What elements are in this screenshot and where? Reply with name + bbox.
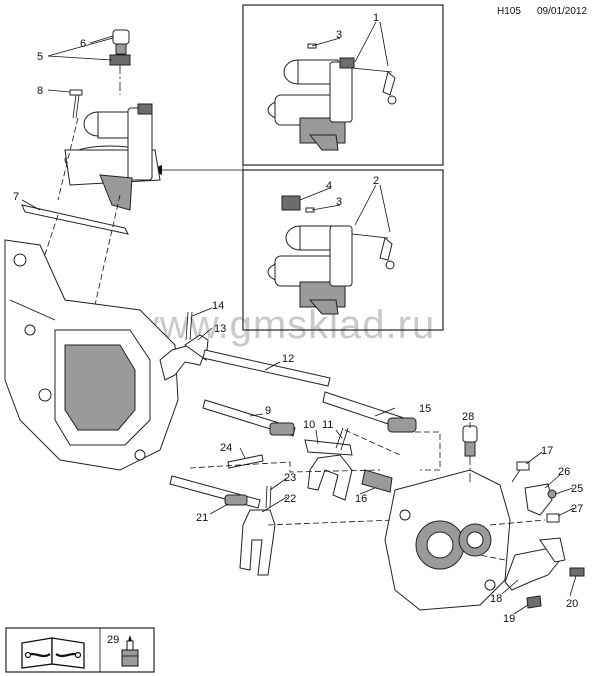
callout-18: 18 bbox=[490, 593, 502, 605]
callout-11: 11 bbox=[322, 419, 333, 431]
callout-27: 27 bbox=[571, 503, 583, 515]
inset-bottom-shift-housing bbox=[267, 195, 395, 315]
callout-4: 4 bbox=[326, 180, 332, 192]
callout-14: 14 bbox=[212, 300, 224, 312]
callout-10: 10 bbox=[303, 419, 315, 431]
watermark-text: www.gmsklad.ru bbox=[129, 303, 435, 347]
callout-25: 25 bbox=[571, 483, 583, 495]
callout-16: 16 bbox=[355, 493, 367, 505]
leader-lines bbox=[21, 21, 577, 615]
inset-top-shift-housing bbox=[267, 43, 397, 151]
selector-lever-parts bbox=[479, 461, 585, 609]
callout-1: 1 bbox=[373, 12, 379, 24]
callout-9: 9 bbox=[265, 405, 271, 417]
transmission-case-right bbox=[384, 425, 511, 611]
callout-3-bottom: 3 bbox=[336, 196, 342, 208]
callout-5: 5 bbox=[37, 51, 43, 63]
callout-6: 6 bbox=[80, 38, 86, 50]
callout-21: 21 bbox=[196, 512, 208, 524]
sealant-tube-icon bbox=[121, 635, 139, 667]
callout-8: 8 bbox=[37, 85, 43, 97]
shift-forks-and-rails bbox=[159, 311, 441, 576]
legend-box bbox=[5, 627, 155, 673]
callout-20: 20 bbox=[566, 598, 578, 610]
callout-26: 26 bbox=[558, 466, 570, 478]
callout-7: 7 bbox=[13, 191, 19, 203]
callout-17: 17 bbox=[541, 445, 553, 457]
diagram-code: H105 bbox=[497, 6, 521, 17]
callout-19: 19 bbox=[503, 613, 515, 625]
callout-24: 24 bbox=[220, 442, 232, 454]
callout-13: 13 bbox=[214, 323, 226, 335]
callout-15: 15 bbox=[419, 403, 431, 415]
callout-28: 28 bbox=[462, 411, 474, 423]
diagram-date: 09/01/2012 bbox=[537, 6, 588, 17]
callout-12: 12 bbox=[282, 353, 294, 365]
callout-numbers: 1 2 3 3 4 5 6 7 8 9 10 11 12 13 14 15 16… bbox=[13, 12, 583, 646]
callout-3-top: 3 bbox=[336, 29, 342, 41]
open-book-wrench-icon bbox=[21, 637, 85, 669]
transmission-case-left bbox=[4, 239, 179, 471]
shift-control-assembly bbox=[21, 29, 161, 306]
callout-23: 23 bbox=[284, 472, 296, 484]
callout-29: 29 bbox=[107, 634, 119, 646]
callout-2: 2 bbox=[373, 175, 379, 187]
callout-22: 22 bbox=[284, 493, 296, 505]
